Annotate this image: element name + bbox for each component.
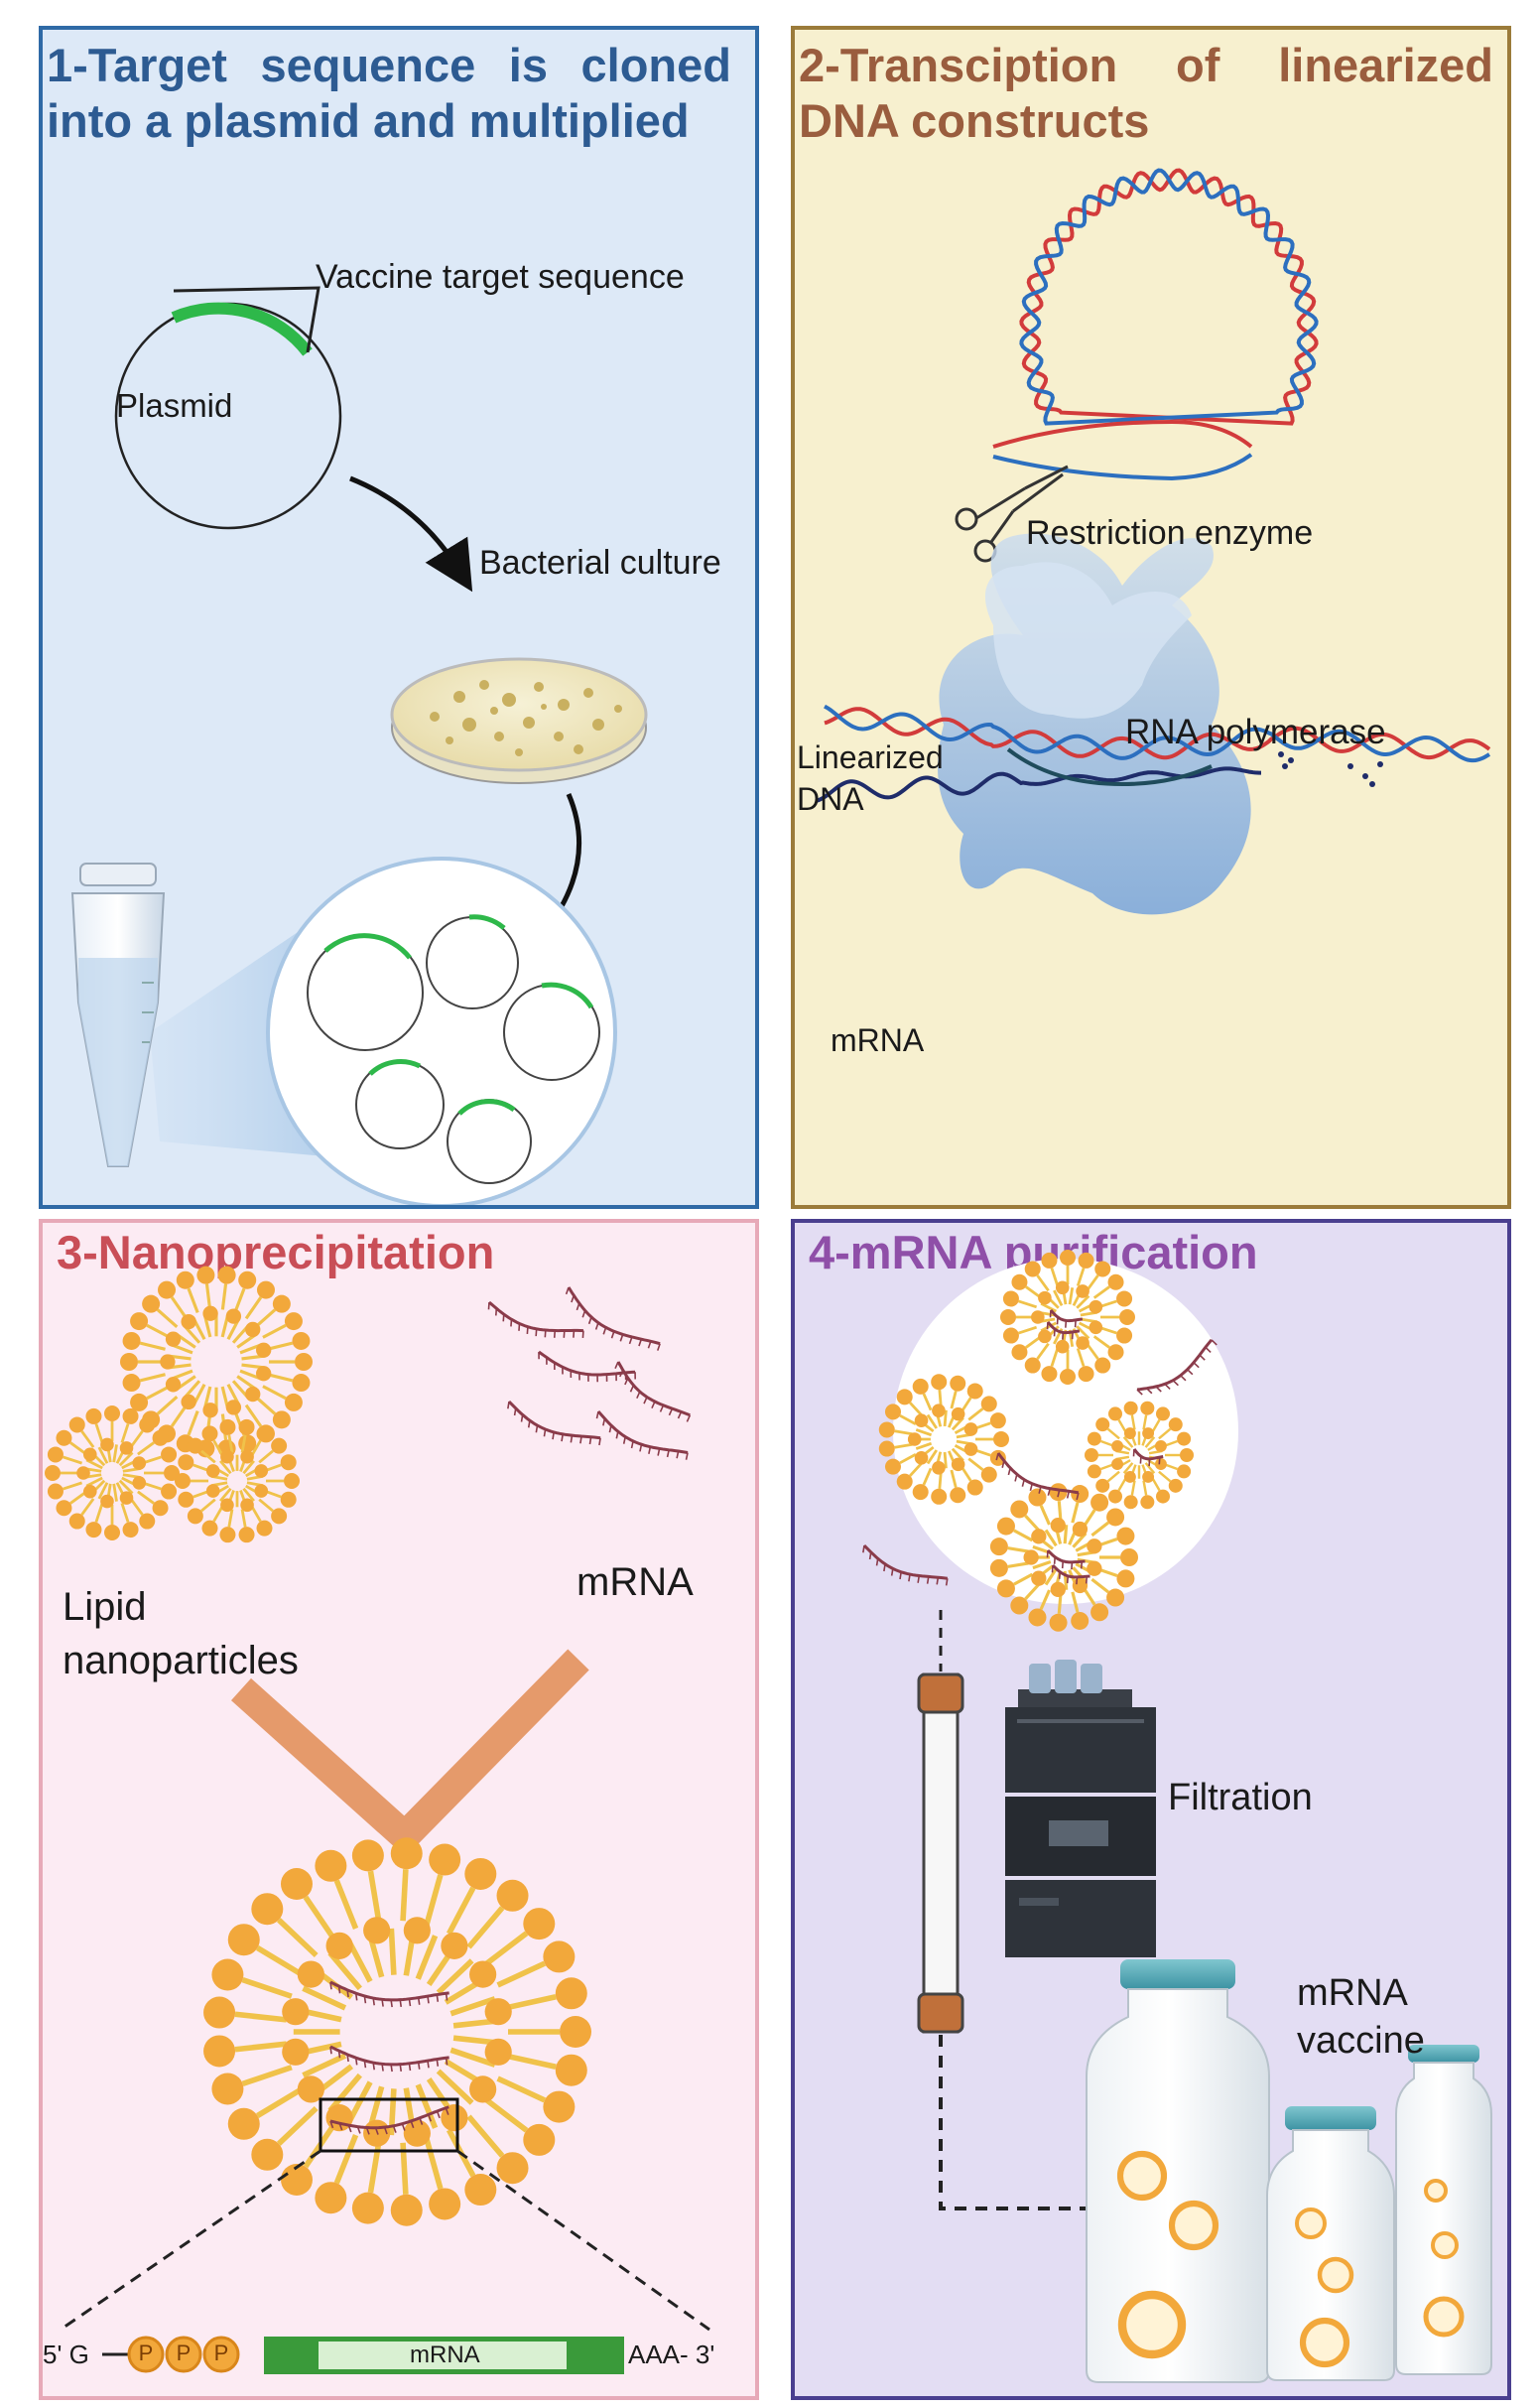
linearized-dna-label-line2: DNA bbox=[797, 781, 864, 817]
linear-dna-red-strand bbox=[824, 707, 1491, 760]
lipid-nanoparticle-icon bbox=[878, 1374, 1009, 1505]
mrna-strand-icon bbox=[614, 1361, 692, 1422]
lipid-label-line2: nanoparticles bbox=[63, 1639, 299, 1682]
cloning-illustration bbox=[70, 286, 648, 1205]
nanoprecipitation-illustration bbox=[45, 1266, 710, 2374]
zoom-box-icon bbox=[319, 2097, 459, 2153]
nucleotide-dots-icon bbox=[1278, 751, 1383, 787]
linearized-dna-label-line1: Linearized bbox=[797, 739, 944, 775]
plasmid-diagram bbox=[114, 286, 342, 530]
mrna-strand-icon bbox=[329, 2045, 449, 2073]
mrna-strand-icon bbox=[995, 1452, 1080, 1501]
mrna-vaccine-label: mRNA vaccine bbox=[1297, 1969, 1425, 2065]
mrna-strand-icon bbox=[487, 1300, 584, 1338]
lipid-label-line1: Lipid bbox=[63, 1585, 147, 1629]
mrna-strand-icon bbox=[1046, 1548, 1086, 1570]
panel-cloning: 1-Target sequence is cloned into a plasm… bbox=[39, 26, 759, 1209]
arrow-plasmid-to-culture-icon bbox=[349, 475, 473, 593]
mrna-strand-icon bbox=[862, 1543, 949, 1586]
purification-illustration bbox=[862, 1250, 1492, 2383]
filtration-label: Filtration bbox=[1168, 1777, 1313, 1818]
filtration-machine-icon bbox=[1005, 1660, 1156, 1957]
lipid-nanoparticle-icon bbox=[1000, 1250, 1135, 1385]
mrna-strand-icon bbox=[1132, 1448, 1164, 1467]
microcentrifuge-tube-icon bbox=[70, 863, 166, 1167]
lipid-nanoparticle-icon bbox=[120, 1266, 313, 1458]
arrow-to-vials-icon bbox=[939, 2035, 1128, 2228]
lipid-nanoparticle-icon bbox=[203, 1837, 591, 2226]
linear-dna-blue-strand bbox=[824, 704, 1491, 763]
lipid-nanoparticle-icon bbox=[989, 1483, 1138, 1632]
mrna-strand-icon bbox=[507, 1400, 601, 1446]
lipid-nanoparticle-icon bbox=[175, 1418, 300, 1543]
target-sequence-arc bbox=[171, 302, 313, 356]
panel-purification: 4-mRNA purification bbox=[791, 1219, 1511, 2400]
five-prime-label: 5' G bbox=[43, 2340, 89, 2369]
bacterial-culture-label: Bacterial culture bbox=[479, 544, 721, 582]
mrna-label-transcription: mRNA bbox=[831, 1022, 925, 1058]
petri-dish-icon bbox=[390, 657, 648, 784]
zoom-bacteria-circle bbox=[266, 857, 617, 1205]
mixture-circle bbox=[893, 1259, 1238, 1604]
three-prime-label: AAA- 3' bbox=[628, 2340, 715, 2369]
mrna-strand-icon bbox=[565, 1286, 661, 1351]
vaccine-label-line1: mRNA bbox=[1297, 1972, 1408, 2014]
mrna-box-label: mRNA bbox=[410, 2341, 480, 2368]
mrna-strand-icon bbox=[329, 1980, 449, 2008]
mrna-label-nano: mRNA bbox=[577, 1560, 694, 1604]
vaccine-vials bbox=[1086, 1959, 1492, 2383]
phosphate-caps bbox=[127, 2336, 240, 2373]
chromatography-column-icon bbox=[917, 1672, 964, 2034]
target-pointer-line bbox=[173, 286, 320, 353]
lipid-nanoparticle-icon bbox=[45, 1405, 180, 1540]
circular-dna-icon bbox=[992, 168, 1319, 481]
lipid-nanoparticles-label: Lipid nanoparticles bbox=[63, 1580, 299, 1687]
phosphate-label-2: P bbox=[176, 2341, 192, 2365]
mrna-strand-icon bbox=[329, 2105, 449, 2135]
vaccine-label-line2: vaccine bbox=[1297, 2020, 1425, 2062]
panel-nanoprecipitation-title: 3-Nanoprecipitation bbox=[57, 1226, 495, 1278]
panel-transcription-title: 2-Transciption of linearized DNA constru… bbox=[799, 39, 1493, 147]
lipid-nanoparticle-icon bbox=[1085, 1401, 1194, 1510]
merge-chevron-icon bbox=[230, 1649, 589, 1857]
restriction-enzyme-label: Restriction enzyme bbox=[1026, 514, 1314, 552]
vaccine-target-label: Vaccine target sequence bbox=[316, 258, 685, 296]
phosphate-label-3: P bbox=[213, 2341, 229, 2365]
mrna-strand-icon bbox=[595, 1409, 689, 1460]
panel-transcription: 2-Transciption of linearized DNA constru… bbox=[791, 26, 1511, 1209]
mrna-strand-icon bbox=[538, 1350, 636, 1383]
linearized-dna-label: Linearized DNA bbox=[797, 736, 944, 820]
mrna-strand-icon bbox=[1049, 1308, 1084, 1328]
plasmid-label: Plasmid bbox=[116, 387, 233, 424]
panel-cloning-title: 1-Target sequence is cloned into a plasm… bbox=[47, 39, 731, 147]
mrna-strand-icon bbox=[1046, 1320, 1081, 1340]
panel-nanoprecipitation: 3-Nanoprecipitation Lipid nanoparticles … bbox=[39, 1219, 759, 2400]
rna-polymerase-icon bbox=[938, 533, 1251, 915]
mrna-strand-icon bbox=[1136, 1338, 1218, 1396]
rna-polymerase-label: RNA polymerase bbox=[1125, 713, 1386, 751]
mrna-strand-icon bbox=[1051, 1563, 1090, 1585]
phosphate-label-1: P bbox=[138, 2341, 154, 2365]
transcription-illustration bbox=[816, 168, 1491, 915]
